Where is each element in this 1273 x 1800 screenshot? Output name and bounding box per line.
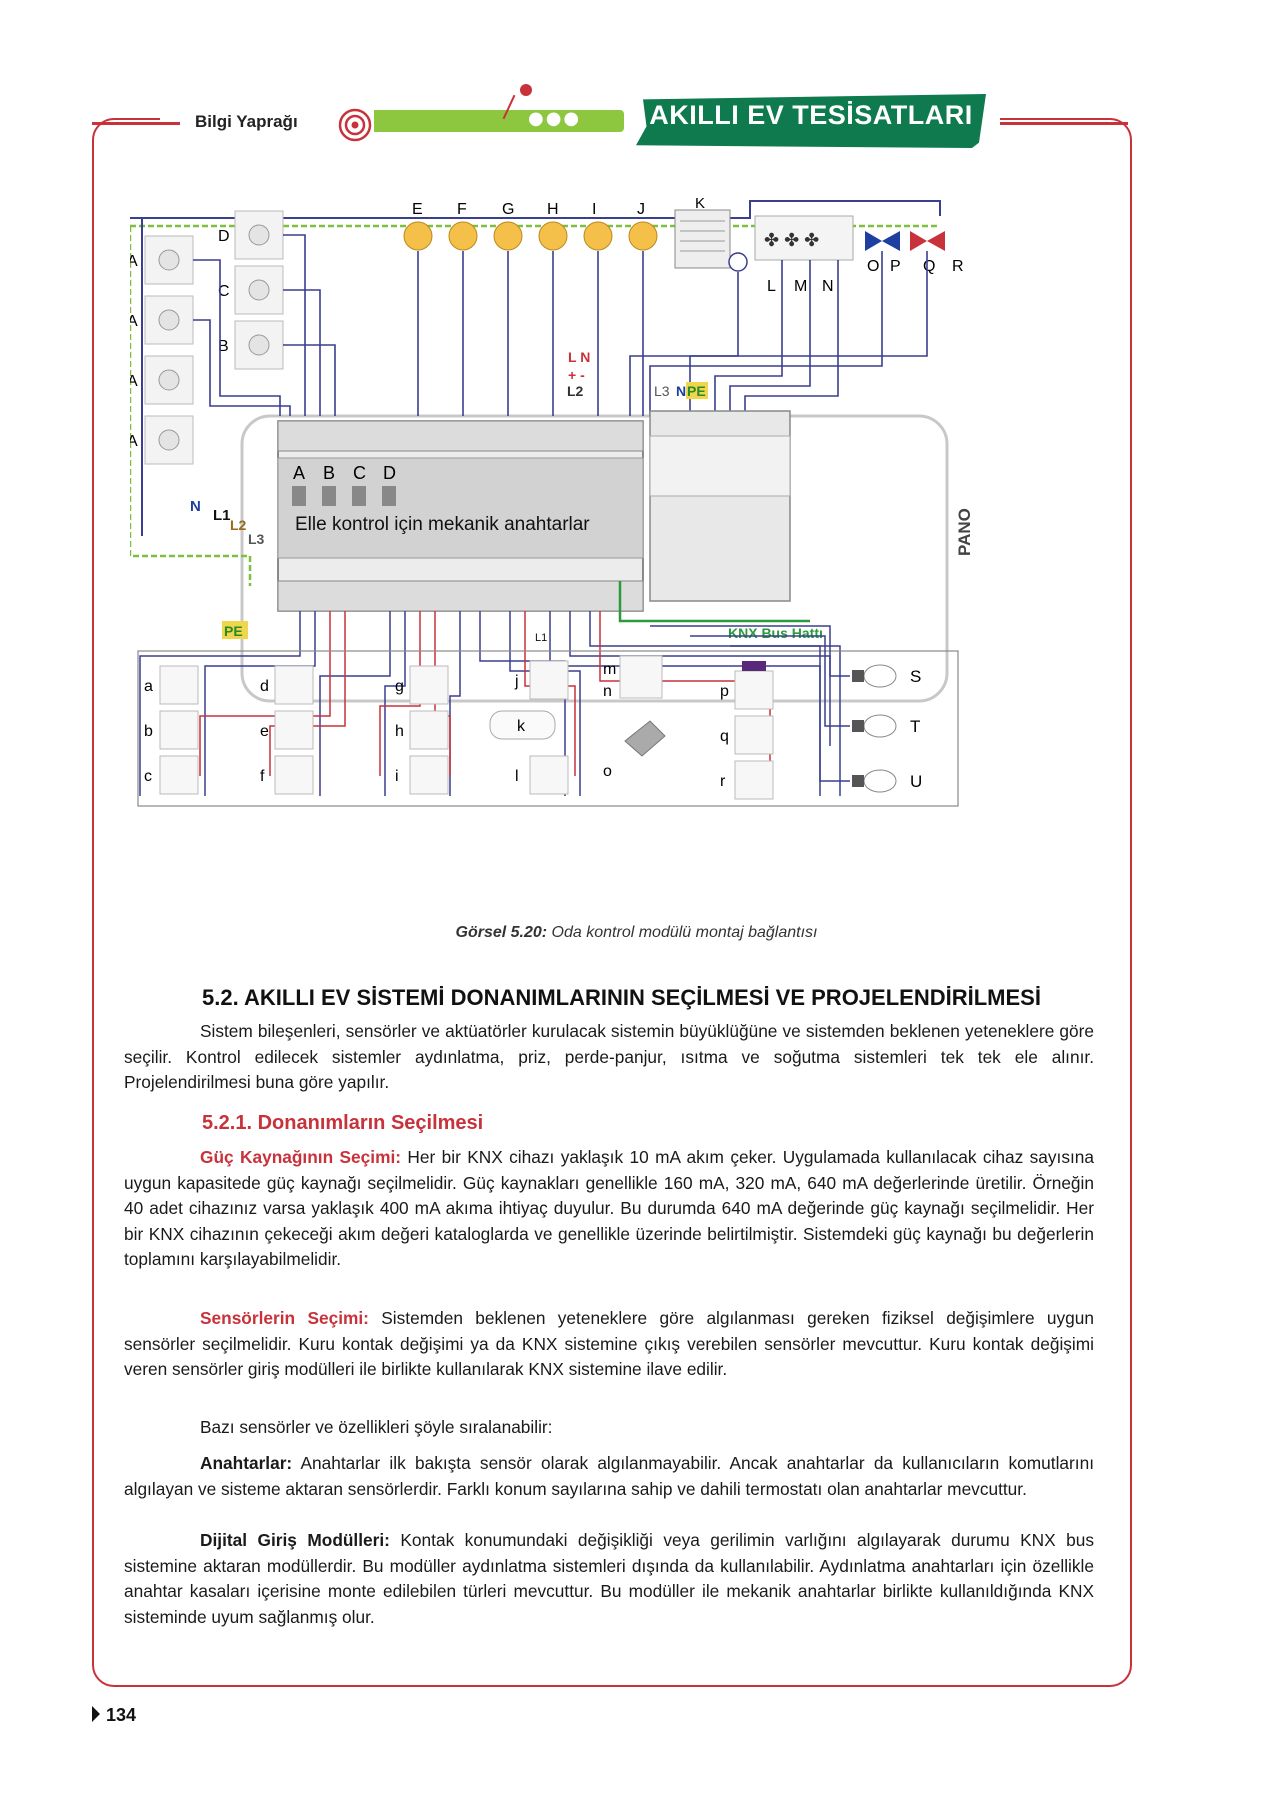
socket-column-dcb xyxy=(234,210,284,370)
digital-paragraph: Dijital Giriş Modülleri: Kontak konumund… xyxy=(124,1530,1095,1627)
target-icon xyxy=(338,108,372,142)
svg-text:+ -: + - xyxy=(568,367,585,383)
header-rule-left xyxy=(92,122,180,125)
svg-text:T: T xyxy=(910,717,920,736)
pin-icon xyxy=(520,84,532,96)
svg-text:✤ ✤ ✤: ✤ ✤ ✤ xyxy=(764,230,819,250)
svg-text:k: k xyxy=(517,718,526,735)
svg-text:N: N xyxy=(190,498,201,515)
svg-text:N: N xyxy=(676,383,686,399)
triangle-icon xyxy=(92,1706,100,1722)
svg-text:q: q xyxy=(720,728,729,745)
switch-paragraph: Anahtarlar: Anahtarlar ilk bakışta sensö… xyxy=(124,1453,1094,1499)
header-title: AKILLI EV TESİSATLARI xyxy=(649,100,973,130)
svg-text:D: D xyxy=(218,228,230,245)
section-title: 5.2. AKILLI EV SİSTEMİ DONANIMLARININ SE… xyxy=(202,985,1041,1010)
module-label: Elle kontrol için mekanik anahtarlar xyxy=(295,514,590,535)
svg-text:A: A xyxy=(130,433,138,450)
svg-text:m: m xyxy=(603,661,616,678)
list-intro: Bazı sensörler ve özellikleri şöyle sıra… xyxy=(200,1417,553,1437)
header-label: Bilgi Yaprağı xyxy=(195,112,298,131)
intro-paragraph: Sistem bileşenleri, sensörler ve aktüatö… xyxy=(124,1021,1094,1092)
subsection-title: 5.2.1. Donanımların Seçilmesi xyxy=(202,1112,484,1134)
svg-text:L3: L3 xyxy=(654,383,670,399)
svg-text:L3: L3 xyxy=(248,531,265,547)
svg-text:f: f xyxy=(260,768,265,785)
svg-text:h: h xyxy=(395,723,404,740)
svg-text:p: p xyxy=(720,683,729,700)
lamp-row xyxy=(403,221,658,251)
svg-text:A: A xyxy=(130,253,138,270)
svg-text:i: i xyxy=(395,768,399,785)
svg-text:Q: Q xyxy=(923,258,935,275)
sensor-paragraph: Sensörlerin Seçimi: Sistemden beklenen y… xyxy=(124,1308,1095,1379)
svg-text:B: B xyxy=(218,338,229,355)
svg-text:l: l xyxy=(515,768,519,785)
svg-text:N: N xyxy=(822,278,834,295)
svg-text:A: A xyxy=(130,373,138,390)
svg-text:PE: PE xyxy=(224,623,243,639)
svg-text:r: r xyxy=(720,773,726,790)
svg-text:c: c xyxy=(144,768,152,785)
svg-text:L1: L1 xyxy=(535,632,547,644)
svg-text:PE: PE xyxy=(687,383,706,399)
svg-text:L2: L2 xyxy=(567,383,584,399)
svg-text:L1: L1 xyxy=(213,507,231,524)
svg-text:B: B xyxy=(323,463,335,483)
svg-text:a: a xyxy=(144,678,153,695)
svg-text:S: S xyxy=(910,667,921,686)
pano-label: PANO xyxy=(955,508,974,556)
svg-text:A: A xyxy=(130,313,138,330)
dots-icon: ●●● xyxy=(528,108,582,129)
svg-text:L: L xyxy=(767,278,776,295)
svg-text:H: H xyxy=(547,201,559,218)
header-stripe xyxy=(374,110,624,132)
svg-text:F: F xyxy=(457,201,467,218)
svg-text:U: U xyxy=(910,772,922,791)
svg-text:C: C xyxy=(353,463,366,483)
wiring-diagram: PANO A A A A D C xyxy=(130,196,974,807)
svg-text:L N: L N xyxy=(568,349,590,365)
svg-text:P: P xyxy=(890,258,901,275)
svg-text:M: M xyxy=(794,278,807,295)
svg-text:b: b xyxy=(144,723,153,740)
title-banner xyxy=(636,94,986,148)
svg-text:D: D xyxy=(383,463,396,483)
svg-text:e: e xyxy=(260,723,269,740)
svg-text:G: G xyxy=(502,201,514,218)
header-rule-right xyxy=(1000,122,1128,125)
svg-text:d: d xyxy=(260,678,269,695)
page-number: 134 xyxy=(92,1705,136,1726)
svg-text:K: K xyxy=(695,196,705,212)
svg-text:o: o xyxy=(603,763,612,780)
socket-column-a xyxy=(144,235,194,465)
svg-text:R: R xyxy=(952,258,964,275)
power-paragraph: Güç Kaynağının Seçimi: Her bir KNX cihaz… xyxy=(124,1147,1094,1269)
svg-text:J: J xyxy=(637,201,645,218)
svg-text:L2: L2 xyxy=(230,517,247,533)
svg-text:KNX Bus Hattı: KNX Bus Hattı xyxy=(728,625,823,641)
svg-text:A: A xyxy=(293,463,305,483)
svg-text:C: C xyxy=(218,283,230,300)
figure-caption: Görsel 5.20: Oda kontrol modülü montaj b… xyxy=(455,924,818,941)
svg-text:E: E xyxy=(412,201,423,218)
svg-text:g: g xyxy=(395,678,404,695)
svg-text:n: n xyxy=(603,683,612,700)
svg-text:j: j xyxy=(514,673,519,690)
svg-text:O: O xyxy=(867,258,879,275)
svg-text:I: I xyxy=(592,201,596,218)
